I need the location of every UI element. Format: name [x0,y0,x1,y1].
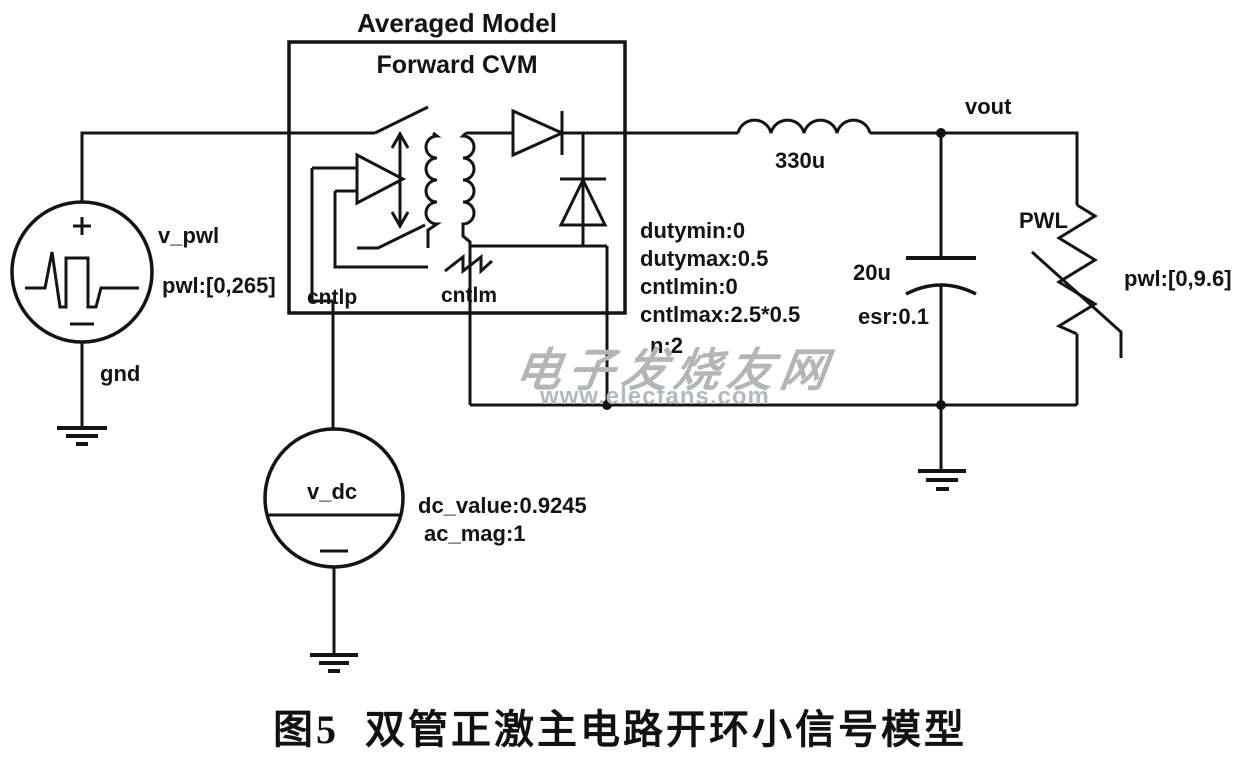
vpwl-param-label: pwl:[0,265] [162,273,276,298]
ground-symbol-cap [918,405,966,491]
buffer-triangle-icon [355,152,407,206]
param-turns-ratio: n:2 [650,333,683,358]
vout-net-label: vout [965,94,1012,119]
param-dutymin: dutymin:0 [640,218,746,243]
figure-number: 图5 [273,707,339,752]
averaged-model-title: Averaged Model [357,8,557,38]
pwl-load-param-label: pwl:[0,9.6] [1124,266,1232,291]
rectifier-diode-icon [466,108,566,158]
param-cntlmin: cntlmin:0 [640,274,738,299]
param-cntlmax: cntlmax:2.5*0.5 [640,302,801,327]
pwl-resistor-symbol [1030,203,1123,405]
param-dutymax: dutymax:0.5 [640,246,769,271]
wire-buffer-input-upper [310,166,357,303]
node-dot-vout [936,128,946,138]
inductor-symbol [736,118,872,134]
figure-caption: 图5 双管正激主电路开环小信号模型 [0,697,1240,755]
pwl-waveform-icon [25,251,139,309]
gnd-label: gnd [100,361,141,386]
node-dot-cap-bottom [936,400,946,410]
vpwl-source-symbol [10,200,154,344]
pwl-load-name-label: PWL [1019,208,1068,233]
freewheel-diode-icon [558,133,608,246]
capacitor-esr-label: esr:0.1 [858,304,929,329]
capacitor-value-label: 20u [853,260,891,285]
cntlp-pin-label: cntlp [307,286,358,309]
node-dot-return [602,400,612,410]
switch-blade-bottom-icon [357,223,426,250]
model-parameters: dutymin:0 dutymax:0.5 cntlmin:0 cntlmax:… [640,217,800,329]
transformer-primary-coil [424,131,442,248]
variable-arrow-icon [1030,250,1123,358]
vdc-name-label: v_dc [307,479,358,504]
vdc-dcvalue-label: dc_value:0.9245 [418,493,587,518]
vpwl-name-label: v_pwl [158,223,220,248]
forward-cvm-label: Forward CVM [376,51,538,79]
transformer-icon [424,131,476,248]
wire-vpwl-to-switch [80,131,375,202]
wire-buffer-input-lower [333,189,428,269]
averaged-model-box [287,40,627,315]
watermark-url: www.elecfans.com [540,383,770,410]
vdc-acmag-label: ac_mag:1 [424,521,526,546]
ground-symbol-vpwl [57,342,107,446]
sawtooth-icon [444,253,494,275]
inductor-value-label: 330u [775,148,826,173]
figure-caption-text: 双管正激主电路开环小信号模型 [365,707,967,752]
plus-icon [73,217,91,235]
junction-dots [602,128,946,410]
wire-inductor-to-load [870,131,1079,205]
cntlm-pin-label: cntlm [441,284,498,307]
switch-blade-top-icon [374,105,429,135]
ground-symbol-vdc [310,567,358,673]
capacitor-symbol [905,133,977,405]
transformer-secondary-coil [459,131,476,246]
